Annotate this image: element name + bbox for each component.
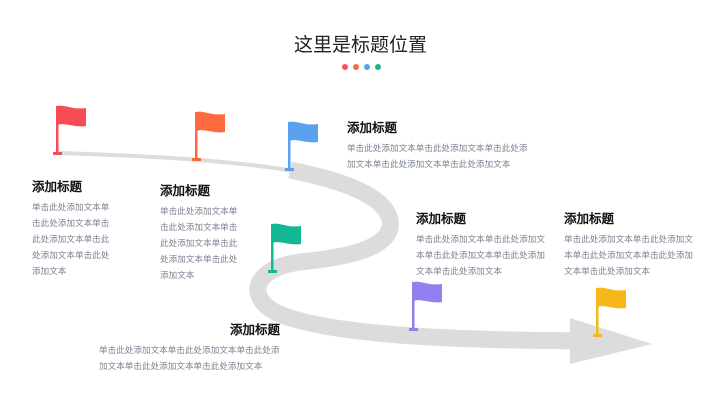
flag-green-icon <box>268 223 301 273</box>
flag-blue-icon <box>285 121 318 171</box>
milestone-6: 添加标题 单击此处添加文本单击此处添加文本单击此处添加文本单击此处添加文本单击此… <box>99 319 283 375</box>
dot <box>364 64 370 70</box>
milestone-1: 添加标题 单击此处添加文本单击此处添加文本单击此处添加文本单击此处添加文本单击此… <box>32 176 116 280</box>
milestone-body: 单击此处添加文本单击此处添加文本单击此处添加文本单击此处添加文本单击此处添加文本 <box>160 207 238 281</box>
milestone-4: 添加标题 单击此处添加文本单击此处添加文本单击此处添加文本单击此处添加文本单击此… <box>416 208 545 280</box>
road-arrowhead <box>570 318 652 364</box>
flag-purple-icon <box>409 281 442 331</box>
milestone-body: 单击此处添加文本单击此处添加文本单击此处添加文本单击此处添加文本单击此处添加文本 <box>32 203 110 277</box>
milestone-2: 添加标题 单击此处添加文本单击此处添加文本单击此处添加文本单击此处添加文本单击此… <box>160 180 244 284</box>
milestone-title: 添加标题 <box>160 183 211 198</box>
milestone-body: 单击此处添加文本单击此处添加文本单击此处添加文本单击此处添加文本单击此处添加文本 <box>416 235 545 277</box>
milestone-body: 单击此处添加文本单击此处添加文本单击此处添加文本单击此处添加文本单击此处添加文本 <box>564 235 693 277</box>
flag-orange-icon <box>192 111 225 161</box>
title-dots <box>342 64 381 70</box>
milestone-title: 添加标题 <box>347 120 398 135</box>
flag-yellow-icon <box>593 287 626 337</box>
dot <box>353 64 359 70</box>
milestone-3: 添加标题 单击此处添加文本单击此处添加文本单击此处添加文本单击此处添加文本单击此… <box>347 117 531 173</box>
milestone-5: 添加标题 单击此处添加文本单击此处添加文本单击此处添加文本单击此处添加文本单击此… <box>564 208 693 280</box>
milestone-title: 添加标题 <box>229 322 280 337</box>
flag-red-icon <box>53 105 86 155</box>
milestone-title: 添加标题 <box>416 211 467 226</box>
dot <box>375 64 381 70</box>
milestone-body: 单击此处添加文本单击此处添加文本单击此处添加文本单击此处添加文本单击此处添加文本 <box>347 144 528 170</box>
dot <box>342 64 348 70</box>
road-start <box>59 151 301 174</box>
milestone-title: 添加标题 <box>32 179 83 194</box>
road <box>249 161 591 350</box>
page-title: 这里是标题位置 <box>293 34 427 56</box>
milestone-body: 单击此处添加文本单击此处添加文本单击此处添加文本单击此处添加文本单击此处添加文本 <box>99 346 280 372</box>
milestone-title: 添加标题 <box>564 211 615 226</box>
